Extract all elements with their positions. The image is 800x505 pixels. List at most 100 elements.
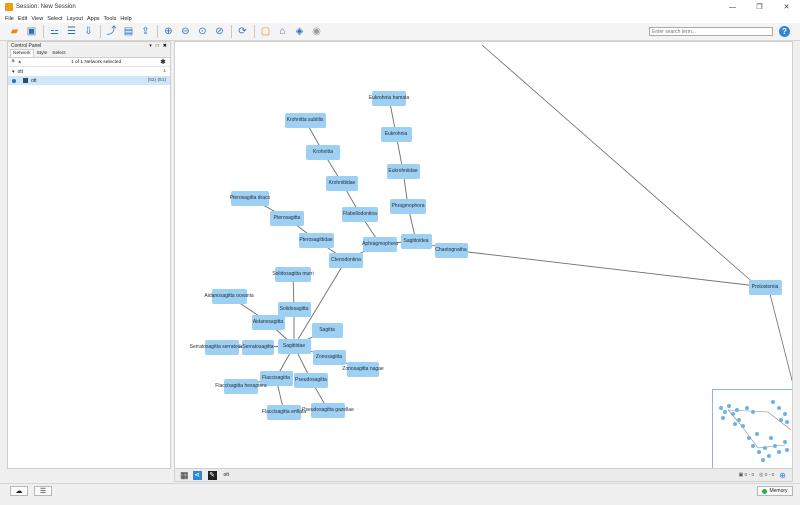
network-row[interactable]: ott (52) (51) xyxy=(8,76,170,85)
task-list-icon[interactable]: ☰ xyxy=(34,486,52,496)
network-node[interactable]: Pterosagitta xyxy=(270,210,304,226)
network-node[interactable]: Protostomia xyxy=(748,279,782,295)
network-node[interactable]: Sagittoidea xyxy=(400,233,432,249)
network-node[interactable]: Zonosagitta nagae xyxy=(342,361,384,377)
minimap-graphic xyxy=(719,400,792,462)
menu-view[interactable]: View xyxy=(31,15,44,22)
selection-count: 1 of 1 Network selected xyxy=(71,59,122,65)
network-node[interactable]: Zonosagitta xyxy=(312,349,346,365)
network-node[interactable]: Flaccisagitta enflata xyxy=(262,404,306,420)
main-toolbar: ▰ ▣ ⚍ ☰ ⇩ ⤴ ▤ ⇪ ⊕ ⊖ ⊙ ⊘ ⟳ ▢ ⌂ ◈ ◉ xyxy=(0,23,800,41)
tab-select[interactable]: Select xyxy=(52,51,66,56)
gear-icon[interactable]: ✱ xyxy=(160,59,166,66)
network-node[interactable]: Eukrohniidae xyxy=(386,163,420,179)
grid-view-icon[interactable]: ▦ xyxy=(180,469,189,480)
home-icon[interactable]: ⌂ xyxy=(279,25,286,37)
search-input[interactable] xyxy=(649,27,773,36)
memory-button[interactable]: Memory xyxy=(757,486,793,496)
open-session-icon[interactable]: ▰ xyxy=(10,25,19,37)
close-button[interactable]: ✕ xyxy=(783,4,790,11)
network-node[interactable]: Krohnitta subtilis xyxy=(284,112,326,128)
network-node[interactable]: Krohnittidae xyxy=(326,175,358,191)
network-node[interactable]: Chaetognatha xyxy=(434,242,468,258)
network-node[interactable]: Pseudosagitta xyxy=(294,372,328,388)
title-bar: Session: New Session — ❐ ✕ xyxy=(0,0,800,14)
toolbar-divider xyxy=(157,25,158,38)
panel-menu-icon[interactable]: ▾ xyxy=(149,43,152,49)
expand-toggle-icon[interactable]: ▾ xyxy=(12,68,15,75)
network-node[interactable]: Solidosagitta xyxy=(277,301,311,317)
export-image-icon[interactable]: ⇪ xyxy=(141,25,150,37)
menu-select[interactable]: Select xyxy=(47,15,63,22)
network-node[interactable]: Flabellodontina xyxy=(342,206,378,222)
network-node[interactable]: Pterosagittidae xyxy=(298,232,334,248)
network-node[interactable]: Aidanosagitta oceania xyxy=(204,288,254,304)
menu-file[interactable]: File xyxy=(5,15,14,22)
menu-layout[interactable]: Layout xyxy=(66,15,83,22)
maximize-button[interactable]: ❐ xyxy=(756,4,763,11)
panel-close-icon[interactable]: ✖ xyxy=(162,43,167,49)
network-overview-minimap[interactable] xyxy=(712,389,792,468)
edit-network-icon[interactable]: ✎ xyxy=(207,470,217,480)
network-name: ott xyxy=(31,77,37,84)
toolbar-divider xyxy=(100,25,101,38)
network-node[interactable]: Aidanosagitta xyxy=(251,314,285,330)
network-node[interactable]: Phragmophora xyxy=(390,198,426,214)
zoom-selected-icon[interactable]: ⊘ xyxy=(215,25,224,37)
share-icon[interactable]: ⋖ xyxy=(192,470,202,480)
network-node[interactable]: Flaccisagitta hexaptera xyxy=(215,378,267,394)
memory-label: Memory xyxy=(769,488,788,494)
network-node[interactable]: Ctenodontina xyxy=(329,252,363,268)
import-table-icon[interactable]: ☰ xyxy=(67,25,76,37)
network-collection-row[interactable]: ▾ ott 1 xyxy=(8,67,170,76)
network-node[interactable]: Eukrohnia xyxy=(380,126,412,142)
menu-apps[interactable]: Apps xyxy=(87,15,100,22)
network-node[interactable]: Serratosagitta xyxy=(242,339,274,355)
selected-count-indicator: ▣ 0 - 0 xyxy=(738,472,755,478)
control-panel-title: Control Panel xyxy=(11,43,42,49)
zoom-fit-icon[interactable]: ⊙ xyxy=(198,25,207,37)
panel-float-icon[interactable]: □ xyxy=(155,43,159,49)
refresh-icon[interactable]: ⟳ xyxy=(238,25,247,37)
network-node[interactable]: Pterosagitta draco xyxy=(230,190,270,206)
selected-counts: 0 - 0 xyxy=(744,472,755,478)
target-icon[interactable]: ⊕ xyxy=(779,470,786,480)
menu-tools[interactable]: Tools xyxy=(103,15,117,22)
show-all-icon[interactable]: ◉ xyxy=(312,25,321,37)
export-table-icon[interactable]: ▤ xyxy=(123,25,134,37)
network-node[interactable]: Sagitta xyxy=(311,322,343,338)
zoom-out-icon[interactable]: ⊖ xyxy=(181,25,190,37)
network-node-edge-count: (52) (51) xyxy=(147,78,166,83)
network-node[interactable]: Eukrohnia hamata xyxy=(369,90,409,106)
zoom-in-icon[interactable]: ⊕ xyxy=(164,25,173,37)
menu-bar: File Edit View Select Layout Apps Tools … xyxy=(0,14,800,23)
save-session-icon[interactable]: ▣ xyxy=(26,25,37,37)
current-network-name: ott xyxy=(223,472,230,478)
network-node[interactable]: Krohnitta xyxy=(306,144,340,160)
collapse-all-icon[interactable]: ≚ xyxy=(11,59,16,65)
edge-n15-n24[interactable] xyxy=(293,259,347,347)
edge-offscreen-top xyxy=(481,44,758,287)
network-list-toolbar: ≚ ⩓ 1 of 1 Network selected ✱ xyxy=(8,58,170,67)
network-node[interactable]: Solidosagitta murri xyxy=(272,266,314,282)
import-from-ndex-icon[interactable]: ⇩ xyxy=(84,25,93,37)
network-node[interactable]: Pseudosagitta gazellae xyxy=(302,402,354,418)
network-node[interactable]: Serratosagitta serratodentata xyxy=(190,339,254,355)
minimize-button[interactable]: — xyxy=(729,3,736,11)
export-network-icon[interactable]: ⤴ xyxy=(106,25,117,37)
network-node[interactable]: Sagittidae xyxy=(277,338,311,354)
menu-edit[interactable]: Edit xyxy=(17,15,28,22)
new-network-from-selection-icon[interactable]: ▢ xyxy=(260,25,271,37)
help-icon[interactable]: ? xyxy=(779,26,790,37)
expand-all-icon[interactable]: ⩓ xyxy=(18,59,22,65)
tab-network[interactable]: Network xyxy=(10,49,34,57)
import-network-icon[interactable]: ⚍ xyxy=(50,25,59,37)
menu-help[interactable]: Help xyxy=(120,15,132,22)
cloud-icon[interactable]: ☁ xyxy=(10,486,28,496)
network-node[interactable]: Flaccisagitta xyxy=(259,370,293,386)
hide-icon[interactable]: ◈ xyxy=(295,25,304,37)
edge-n14-n16[interactable] xyxy=(450,249,766,288)
network-node[interactable]: Aphragmophora xyxy=(362,236,398,252)
tab-style[interactable]: Style xyxy=(36,51,48,56)
